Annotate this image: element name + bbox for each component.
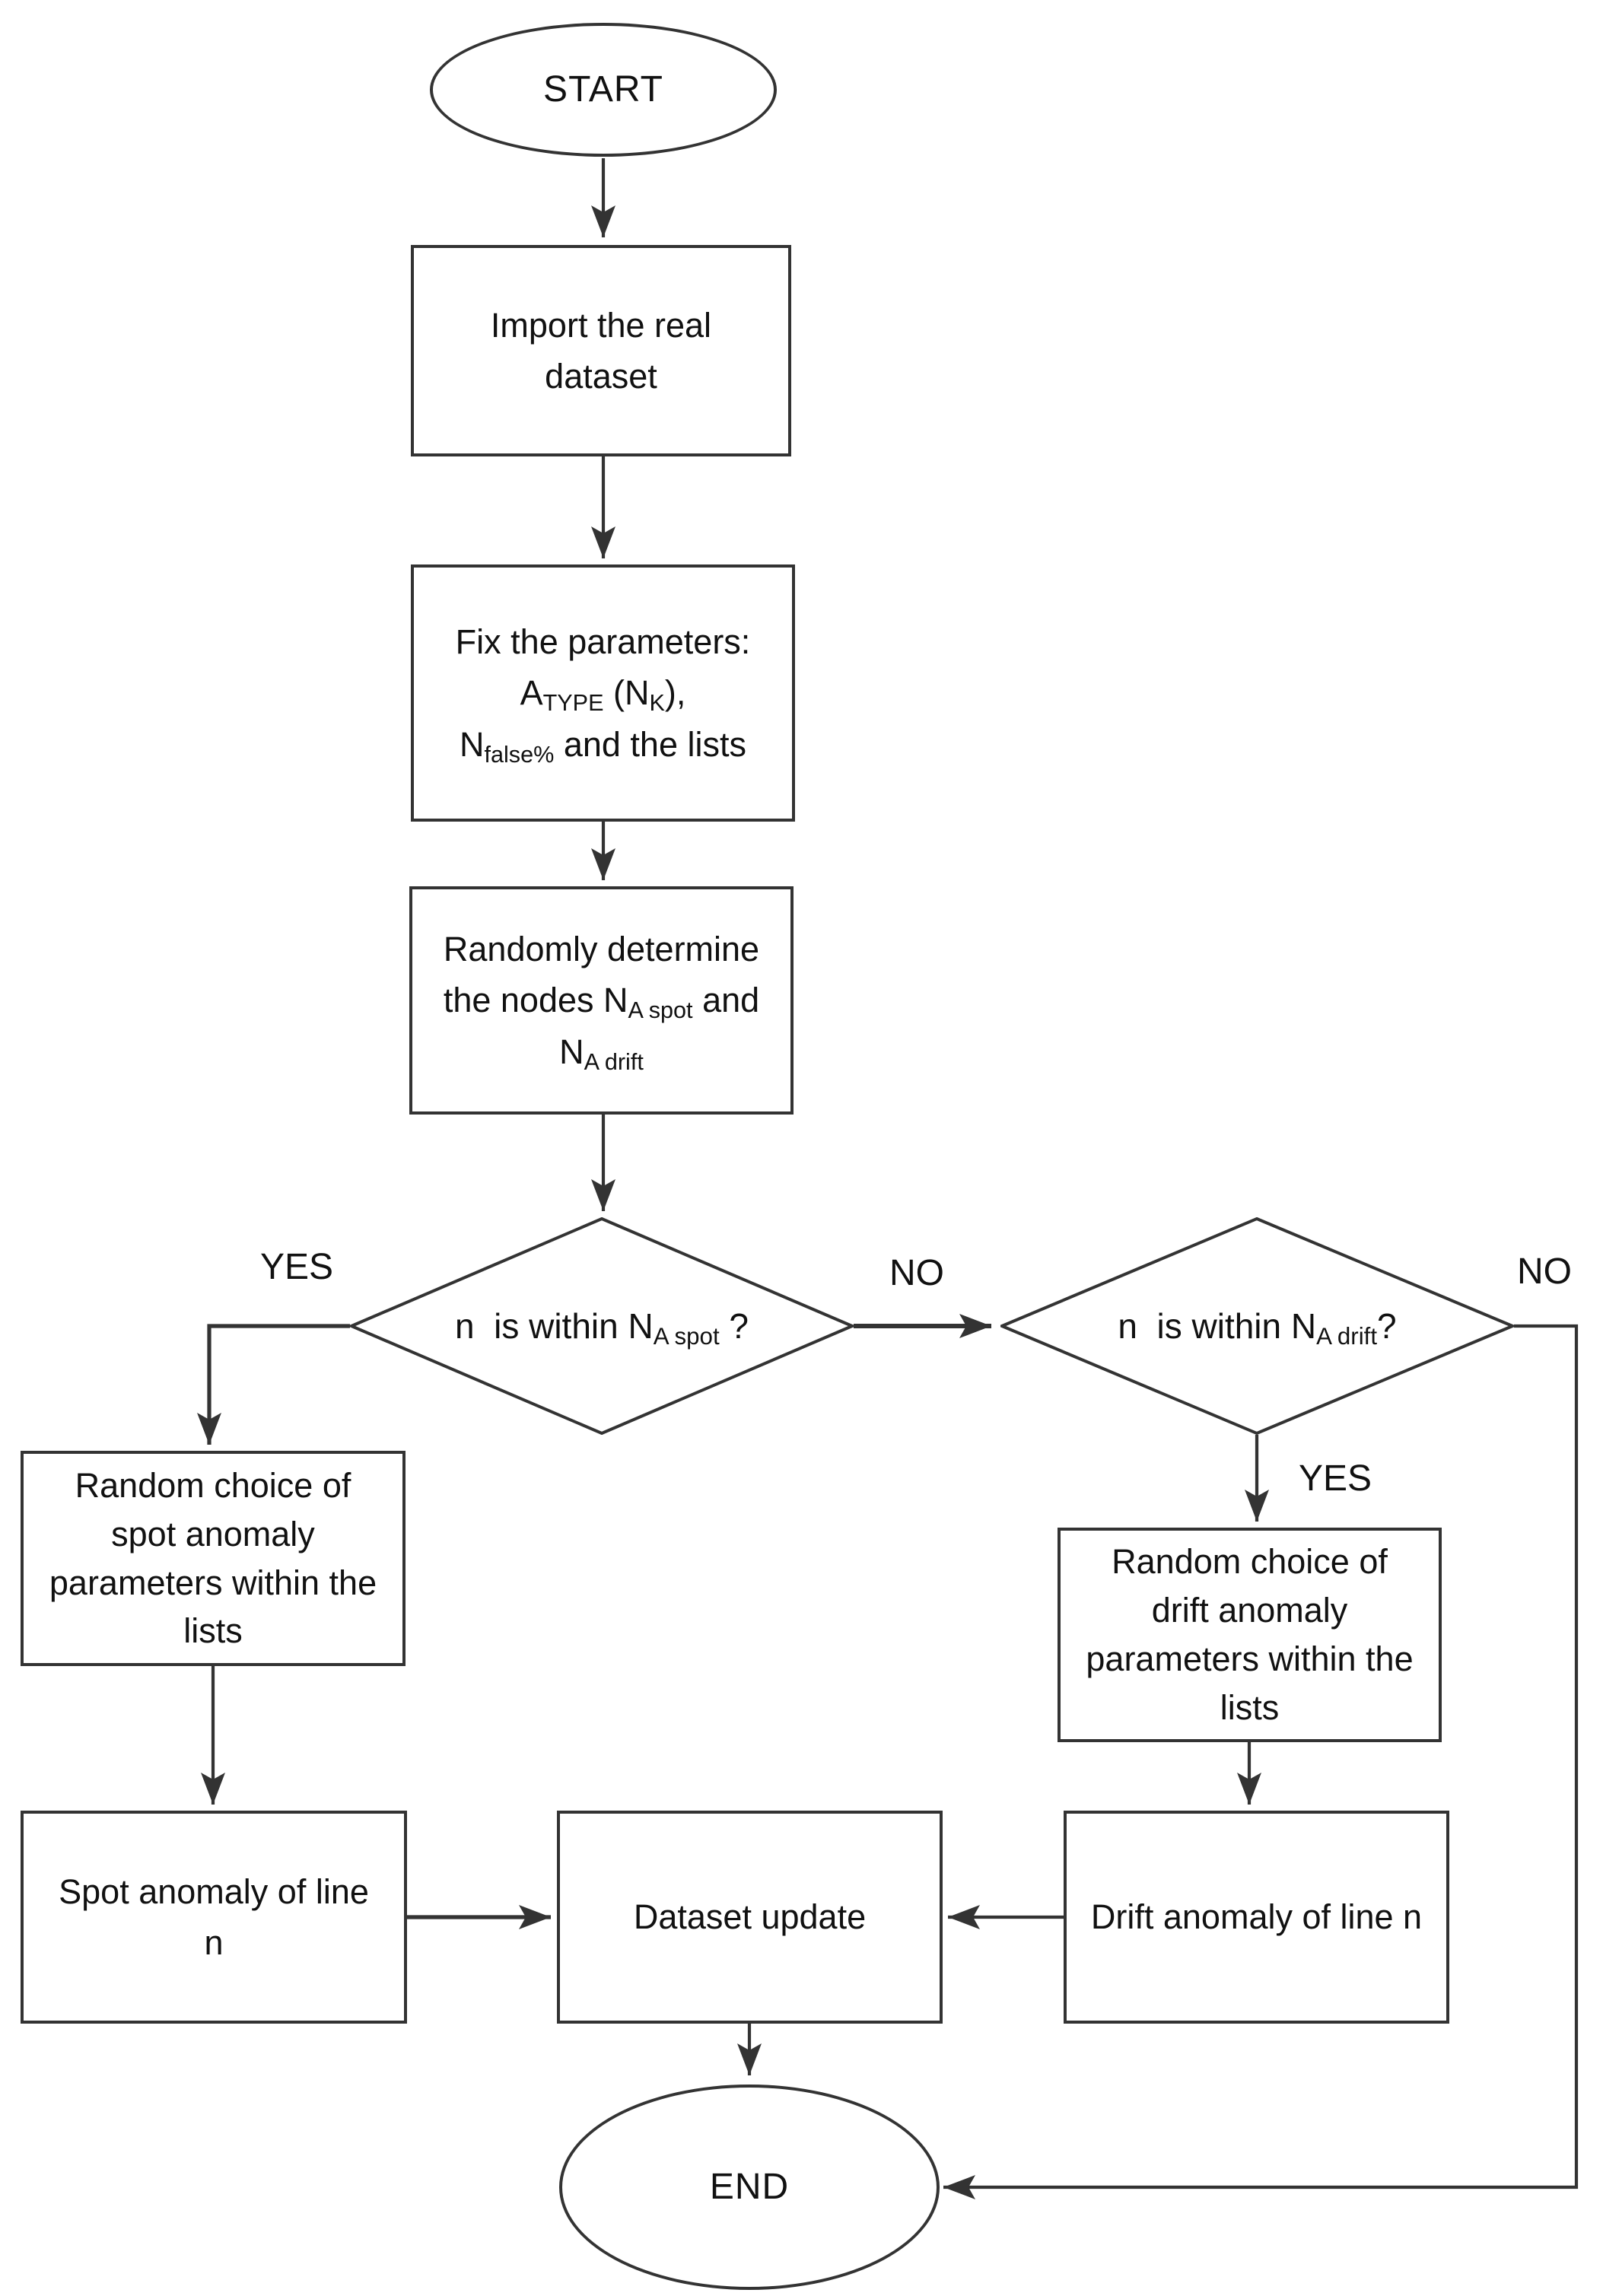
plain-text: drift anomaly [1151,1591,1348,1630]
text-line: n is within NA spot ? [455,1300,749,1353]
text-line: spot anomaly [49,1510,377,1559]
text-line: n is within NA drift? [1118,1300,1396,1353]
plain-text: Import the real [490,305,712,345]
text-line: Drift anomaly of line n [1091,1891,1422,1943]
end-label: END [710,2160,789,2215]
plain-text: ? [719,1305,749,1346]
plain-text: n is within N [454,1305,654,1346]
subscript-text: false% [484,741,555,768]
plain-text: and the lists [554,724,746,764]
text-line: Nfalse% and the lists [456,719,751,771]
diamond-outline [350,1217,854,1435]
plain-text: lists [183,1611,243,1651]
plain-text: START [543,69,663,110]
text-line: Dataset update [634,1891,866,1943]
text-line: Spot anomaly of line [59,1866,369,1918]
text-line: START [543,62,663,117]
text-line: END [710,2160,789,2215]
spot-decision-label: n is within NA spot ? [455,1300,749,1353]
plain-text: spot anomaly [111,1514,315,1553]
start-terminator: START [430,23,777,157]
subscript-text: TYPE [542,690,604,717]
text-line: parameters within the [1086,1635,1413,1684]
text-line: parameters within the [49,1559,377,1608]
plain-text: ), [664,673,686,713]
diamond-outline [1000,1217,1514,1435]
text-line: ATYPE (NK), [456,667,751,719]
plain-text: Random choice of [1112,1542,1388,1582]
plain-text: Spot anomaly of line [59,1871,369,1911]
edge-label-yes-left: YES [259,1247,334,1287]
spot-anomaly-box: Spot anomaly of line n [21,1811,407,2024]
text-line: lists [1086,1684,1413,1732]
subscript-text: A spot [628,997,693,1024]
dataset-update-box: Dataset update [557,1811,943,2024]
plain-text: (N [603,673,650,713]
dataset-update-label: Dataset update [634,1891,866,1943]
text-line: dataset [491,351,711,402]
plain-text: END [709,2167,790,2207]
text-line: n [59,1917,369,1969]
random-drift-params-box: Random choice of drift anomaly parameters … [1058,1528,1442,1742]
subscript-text: A drift [584,1048,644,1075]
plain-text: ? [1377,1305,1397,1346]
arrow-no-drift-decision-to-end [943,1324,1579,2199]
plain-text: Random choice of [75,1465,351,1505]
drift-decision-label: n is within NA drift? [1118,1300,1396,1353]
text-line: Import the real [491,300,711,351]
subscript-text: K [649,690,665,717]
drift-anomaly-label: Drift anomaly of line n [1091,1891,1422,1943]
plain-text: Randomly determine [443,929,760,968]
plain-text: n is within N [1118,1305,1317,1346]
text-line: Random choice of [1086,1538,1413,1586]
fix-parameters-label: Fix the parameters:ATYPE (NK),Nfalse% an… [456,616,751,771]
text-line: Random choice of [49,1461,377,1510]
spot-anomaly-label: Spot anomaly of line n [59,1866,369,1969]
import-dataset-box: Import the real dataset [411,245,791,456]
plain-text: dataset [545,357,657,396]
edge-label-no-middle: NO [889,1253,944,1293]
text-line: NA drift [444,1026,759,1078]
spot-decision-diamond: n is within NA spot ? [350,1217,854,1435]
plain-text: N [460,724,485,764]
plain-text: the nodes N [443,981,628,1020]
plain-text: Dataset update [633,1897,867,1937]
edge-label-no-right: NO [1517,1251,1572,1292]
random-spot-params-box: Random choice of spot anomaly parameters w… [21,1451,406,1666]
plain-text: N [559,1032,584,1071]
arrow-yes-spot-decision-to-random-spot-params [197,1324,350,1445]
start-label: START [543,62,663,117]
drift-decision-diamond: n is within NA drift? [1000,1217,1514,1435]
plain-text: A [520,673,543,713]
plain-text: Fix the parameters: [455,622,751,661]
text-line: lists [49,1607,377,1655]
random-spot-params-label: Random choice of spot anomaly parameters w… [49,1461,377,1656]
text-line: Randomly determine [444,924,759,975]
edge-label-yes-right: YES [1298,1458,1372,1499]
plain-text: parameters within the [49,1563,377,1602]
fix-parameters-box: Fix the parameters:ATYPE (NK),Nfalse% an… [411,564,795,822]
text-line: the nodes NA spot and [444,975,759,1026]
end-terminator: END [559,2085,940,2290]
subscript-text: A drift [1316,1322,1378,1350]
plain-text: lists [1220,1687,1280,1727]
plain-text: and [692,981,760,1020]
text-line: Fix the parameters: [456,616,751,668]
import-dataset-label: Import the real dataset [491,300,711,402]
text-line: drift anomaly [1086,1586,1413,1635]
plain-text: Drift anomaly of line n [1090,1897,1423,1937]
subscript-text: A spot [653,1322,720,1350]
drift-anomaly-box: Drift anomaly of line n [1064,1811,1449,2024]
random-drift-params-label: Random choice of drift anomaly parameters … [1086,1538,1413,1732]
plain-text: n [204,1923,224,1962]
plain-text: parameters within the [1086,1639,1414,1678]
